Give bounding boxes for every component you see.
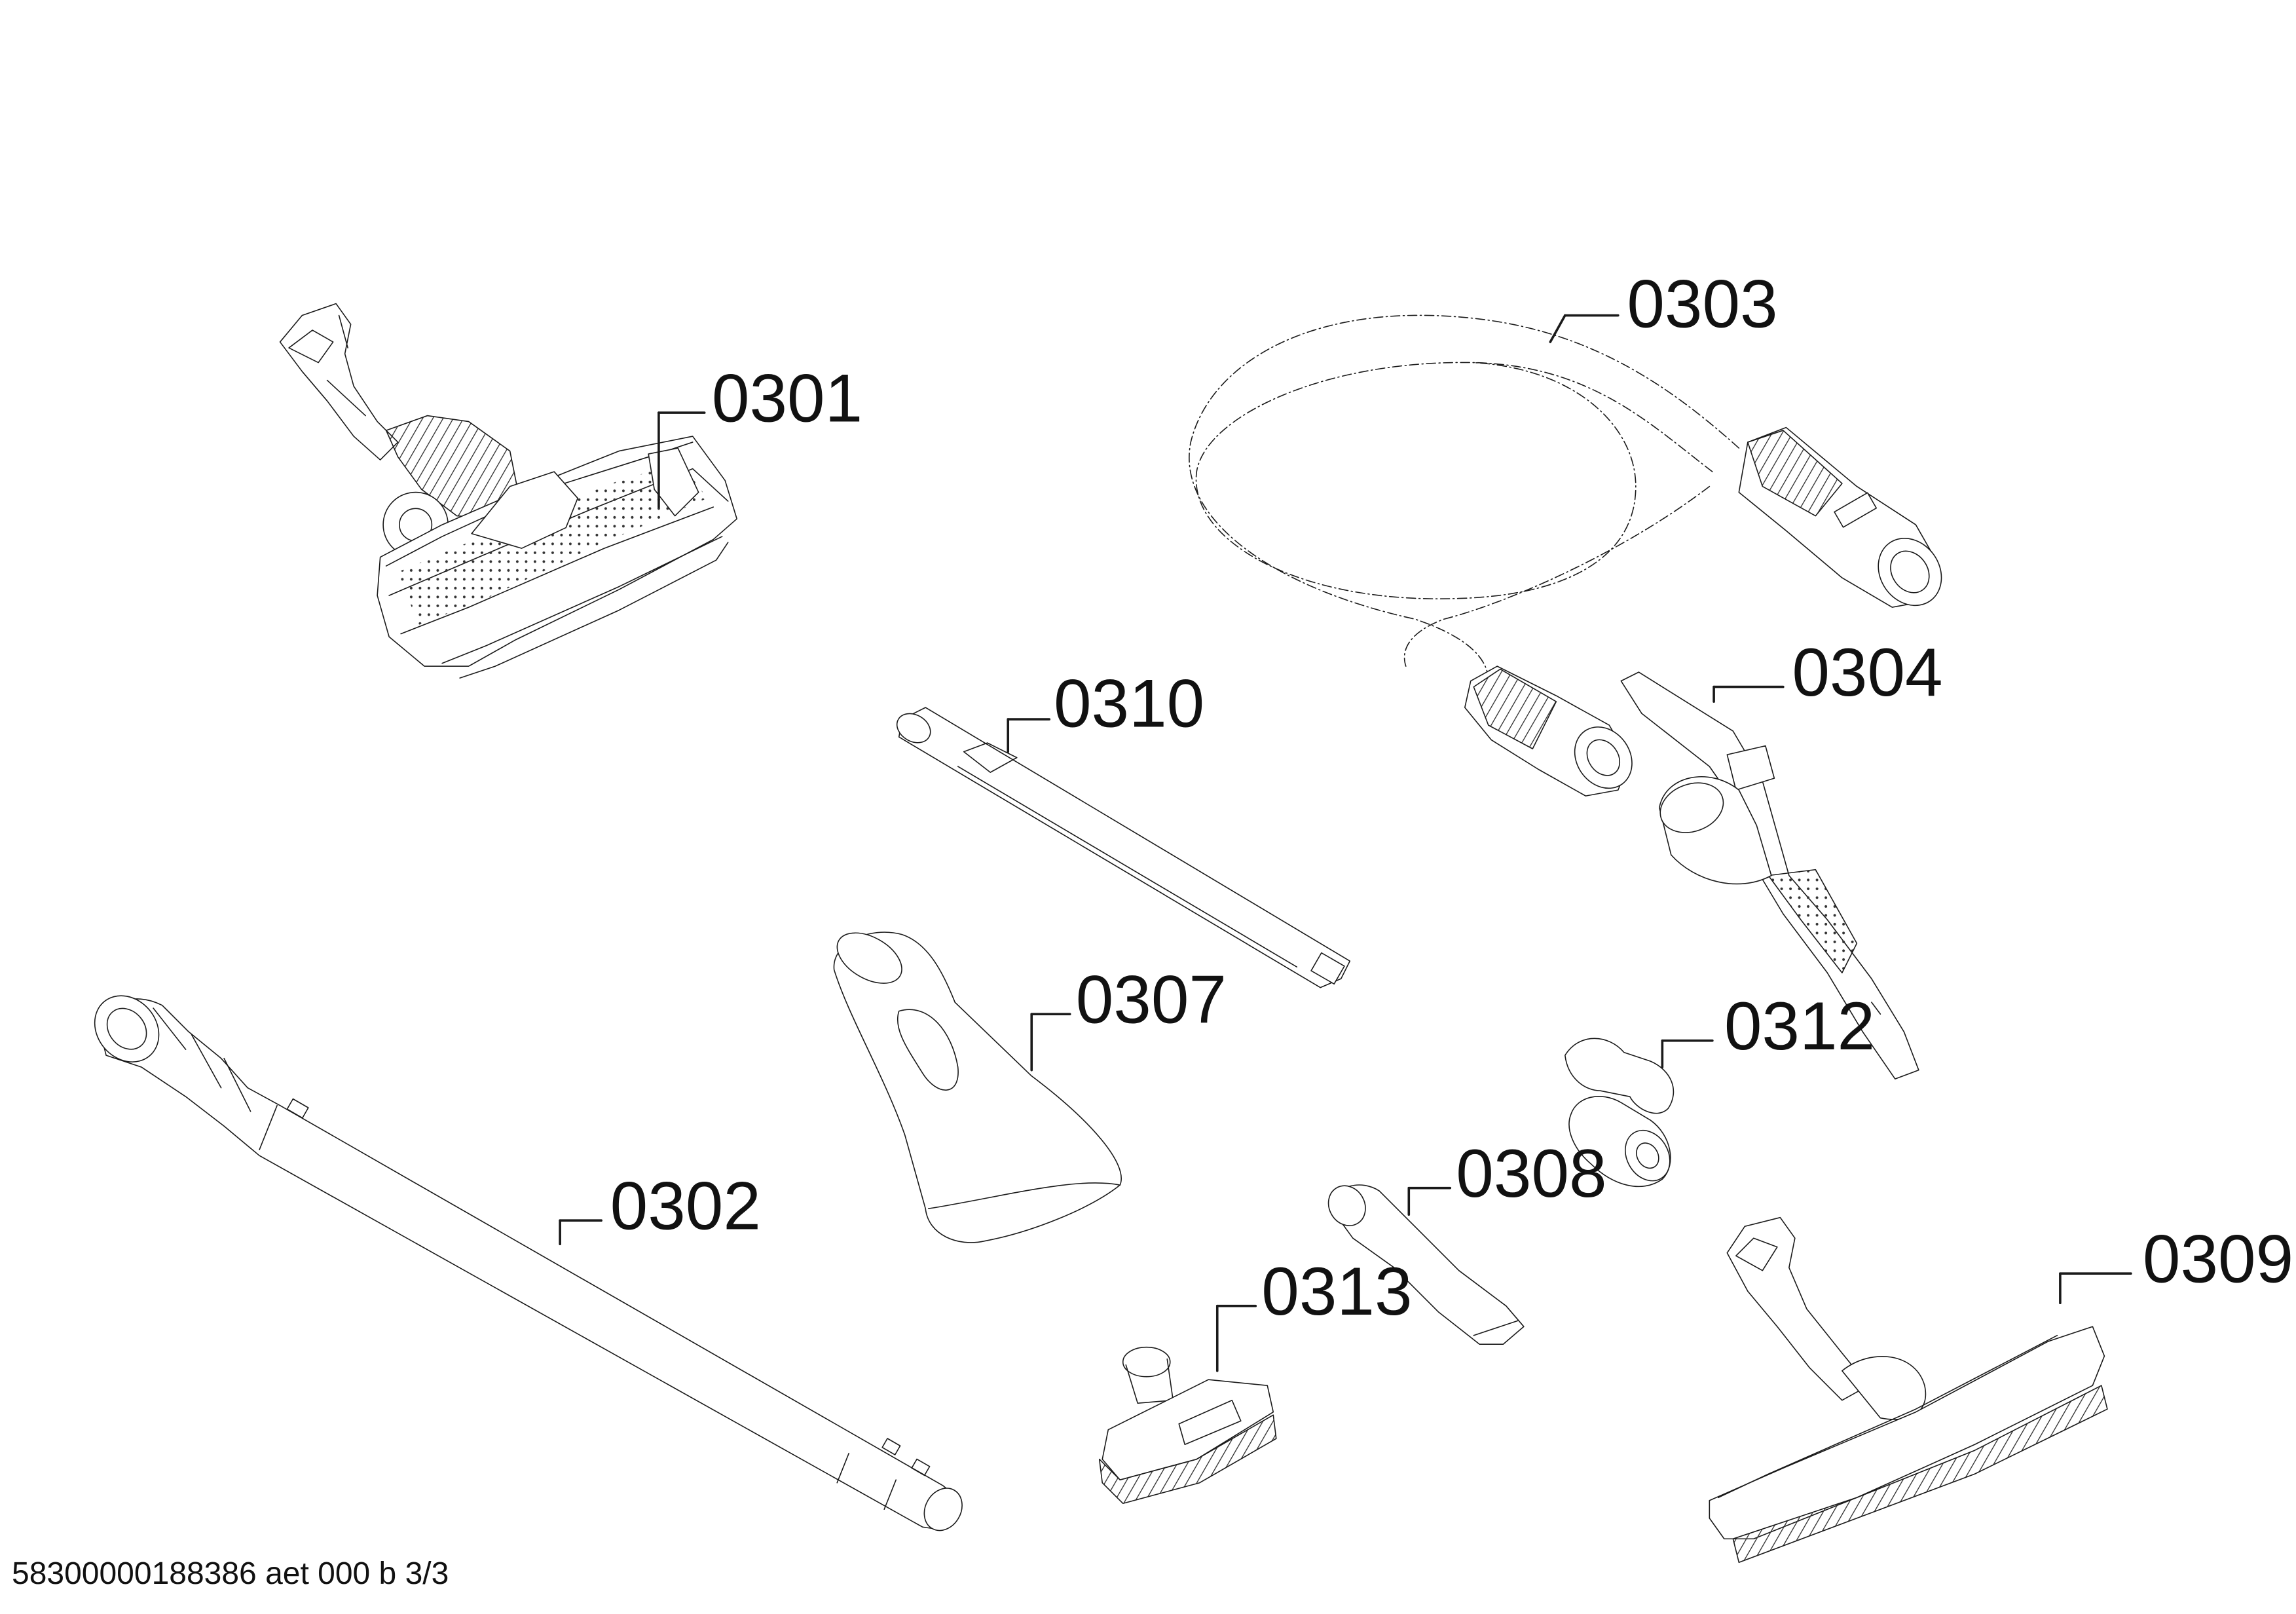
crevice-nozzle-long-drawing: [892, 707, 1350, 988]
callout-0304: 0304: [1792, 634, 1942, 710]
turbo-floor-nozzle-drawing: [280, 304, 737, 679]
document-id-footer: 58300000188386 aet 000 b 3/3: [12, 1556, 449, 1591]
telescopic-tube-drawing: [81, 983, 969, 1537]
callout-0301: 0301: [712, 360, 862, 436]
callout-0302: 0302: [610, 1168, 761, 1244]
crevice-nozzle-short-drawing: [1322, 1179, 1524, 1344]
callout-0310: 0310: [1054, 665, 1204, 741]
callout-0313: 0313: [1261, 1253, 1412, 1329]
hose-handle-drawing: [1621, 672, 1919, 1079]
accessory-holder-clip-drawing: [1565, 1038, 1679, 1189]
hard-floor-nozzle-drawing: [1709, 1218, 2107, 1563]
dusting-brush-drawing: [1100, 1347, 1276, 1504]
callout-0307: 0307: [1076, 962, 1227, 1038]
callout-0303: 0303: [1627, 266, 1777, 342]
callout-0309: 0309: [2143, 1221, 2293, 1297]
upholstery-nozzle-drawing: [828, 922, 1121, 1243]
callout-0312: 0312: [1724, 988, 1875, 1064]
callout-labels: 0301 0302 0303 0304 0307 0308 0309 0310 …: [610, 266, 2293, 1330]
callout-0308: 0308: [1456, 1135, 1606, 1211]
suction-hose-drawing: [1189, 315, 1954, 799]
